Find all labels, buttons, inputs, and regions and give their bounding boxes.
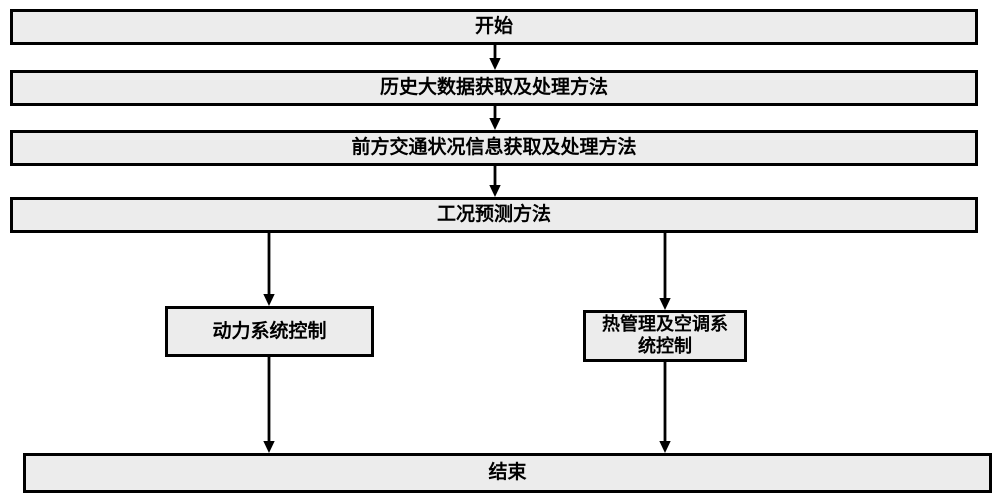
node-thermal-ac-line1: 热管理及空调系 bbox=[602, 314, 728, 335]
node-end-label: 结束 bbox=[488, 462, 527, 484]
node-condition-prediction-method-label: 工况预测方法 bbox=[436, 204, 551, 226]
node-start: 开始 bbox=[10, 9, 978, 45]
node-historical-data-method: 历史大数据获取及处理方法 bbox=[10, 70, 978, 106]
arrow-branch-left-to-end bbox=[263, 357, 275, 453]
arrow-branch-right-to-end bbox=[659, 362, 671, 453]
node-end: 结束 bbox=[23, 453, 992, 493]
node-historical-data-method-label: 历史大数据获取及处理方法 bbox=[379, 77, 608, 99]
node-condition-prediction-method: 工况预测方法 bbox=[10, 197, 978, 233]
node-power-system-control-label: 动力系统控制 bbox=[212, 320, 327, 342]
arrow-step2-to-step3 bbox=[489, 166, 501, 197]
node-power-system-control: 动力系统控制 bbox=[165, 306, 374, 357]
arrow-step1-to-step2 bbox=[489, 106, 501, 130]
node-thermal-ac-system-control: 热管理及空调系 统控制 bbox=[583, 310, 747, 362]
arrow-start-to-step1 bbox=[489, 45, 501, 70]
arrow-step3-to-branch-left bbox=[263, 233, 275, 306]
node-traffic-info-method-label: 前方交通状况信息获取及处理方法 bbox=[351, 137, 637, 159]
node-thermal-ac-line2: 统控制 bbox=[638, 336, 692, 356]
node-traffic-info-method: 前方交通状况信息获取及处理方法 bbox=[10, 130, 978, 166]
node-thermal-ac-system-control-label: 热管理及空调系 统控制 bbox=[602, 314, 728, 358]
node-start-label: 开始 bbox=[474, 16, 513, 38]
arrow-step3-to-branch-right bbox=[659, 233, 671, 310]
